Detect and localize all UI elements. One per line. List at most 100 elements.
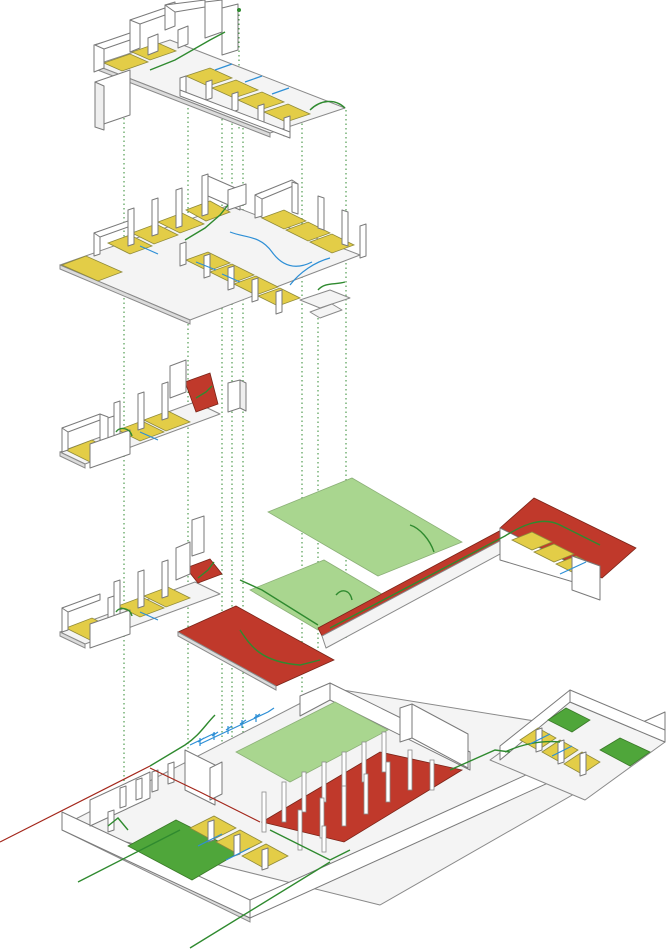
column <box>261 791 267 833</box>
route-path <box>335 590 353 601</box>
route-path <box>214 63 233 71</box>
room <box>102 53 150 72</box>
wall <box>175 187 183 229</box>
wall <box>291 181 299 215</box>
route-path <box>115 607 133 617</box>
column <box>297 809 303 851</box>
wall <box>569 689 666 743</box>
column <box>281 781 287 823</box>
wall <box>151 769 159 793</box>
route-path <box>409 524 435 553</box>
route-path <box>149 767 261 823</box>
wall <box>169 359 187 399</box>
route-path <box>289 257 331 286</box>
wall <box>179 241 187 267</box>
access-route <box>189 861 331 949</box>
wall <box>191 515 205 557</box>
wall <box>209 761 223 801</box>
outdoor-area <box>235 701 389 783</box>
route-path <box>139 431 159 441</box>
wall <box>201 173 209 217</box>
room <box>60 255 124 282</box>
route-path <box>239 579 319 626</box>
column <box>321 825 327 853</box>
wall <box>94 32 131 50</box>
slab-edge <box>177 631 277 691</box>
wall <box>231 91 239 113</box>
route-path <box>559 561 587 575</box>
route-path <box>197 833 223 847</box>
route-path <box>107 817 129 831</box>
route-path <box>225 847 251 861</box>
wall <box>89 609 131 649</box>
room <box>511 531 553 551</box>
route-path <box>184 204 229 241</box>
room <box>117 420 165 442</box>
wall <box>227 183 247 211</box>
route-path <box>139 245 159 255</box>
wall <box>161 559 169 599</box>
level-5-floor <box>93 0 346 139</box>
wall <box>359 223 367 259</box>
circulation-area <box>185 558 223 584</box>
slab-edge <box>59 264 191 325</box>
route-path <box>195 261 217 271</box>
wall <box>205 79 213 101</box>
route-path <box>195 385 213 399</box>
wall <box>137 391 145 431</box>
ground-floor <box>0 682 666 949</box>
route-path <box>239 629 321 666</box>
wall <box>571 555 601 601</box>
route-path <box>529 733 551 745</box>
access-route <box>149 714 216 767</box>
route-path <box>269 829 351 861</box>
route-path <box>221 273 241 283</box>
room <box>260 209 308 230</box>
route-path <box>149 31 226 71</box>
wall <box>135 777 143 801</box>
column <box>381 731 387 773</box>
route-path <box>309 100 346 111</box>
wall <box>167 761 175 785</box>
wall <box>411 703 469 769</box>
column <box>321 761 327 803</box>
access-route <box>77 829 181 883</box>
column <box>341 785 347 827</box>
route-path <box>229 231 313 267</box>
wall <box>275 289 283 315</box>
wall <box>221 3 239 56</box>
wall <box>93 220 129 238</box>
route-path <box>329 520 601 629</box>
outdoor-area <box>267 477 463 577</box>
wall <box>341 209 349 247</box>
wall <box>177 25 189 49</box>
wall <box>94 81 105 131</box>
parking-stalls <box>189 707 275 746</box>
wall <box>179 89 291 139</box>
level-4-floor <box>59 173 367 325</box>
column <box>385 761 391 803</box>
room <box>284 221 332 242</box>
garden-area <box>599 737 651 767</box>
room <box>143 586 191 608</box>
route-path <box>244 75 263 83</box>
room <box>184 67 234 87</box>
wall <box>317 195 325 231</box>
route-path <box>317 281 346 291</box>
wall <box>233 833 241 857</box>
level-3-floor <box>59 359 247 469</box>
access-route <box>0 765 151 843</box>
wall <box>107 809 115 833</box>
column <box>363 773 369 815</box>
wall <box>299 682 331 717</box>
wall <box>129 7 166 25</box>
room <box>262 103 312 123</box>
wall <box>175 541 191 581</box>
room <box>533 543 575 563</box>
room <box>236 91 286 111</box>
room <box>210 79 260 99</box>
level-2-floor <box>59 477 637 691</box>
route-path <box>551 745 573 757</box>
